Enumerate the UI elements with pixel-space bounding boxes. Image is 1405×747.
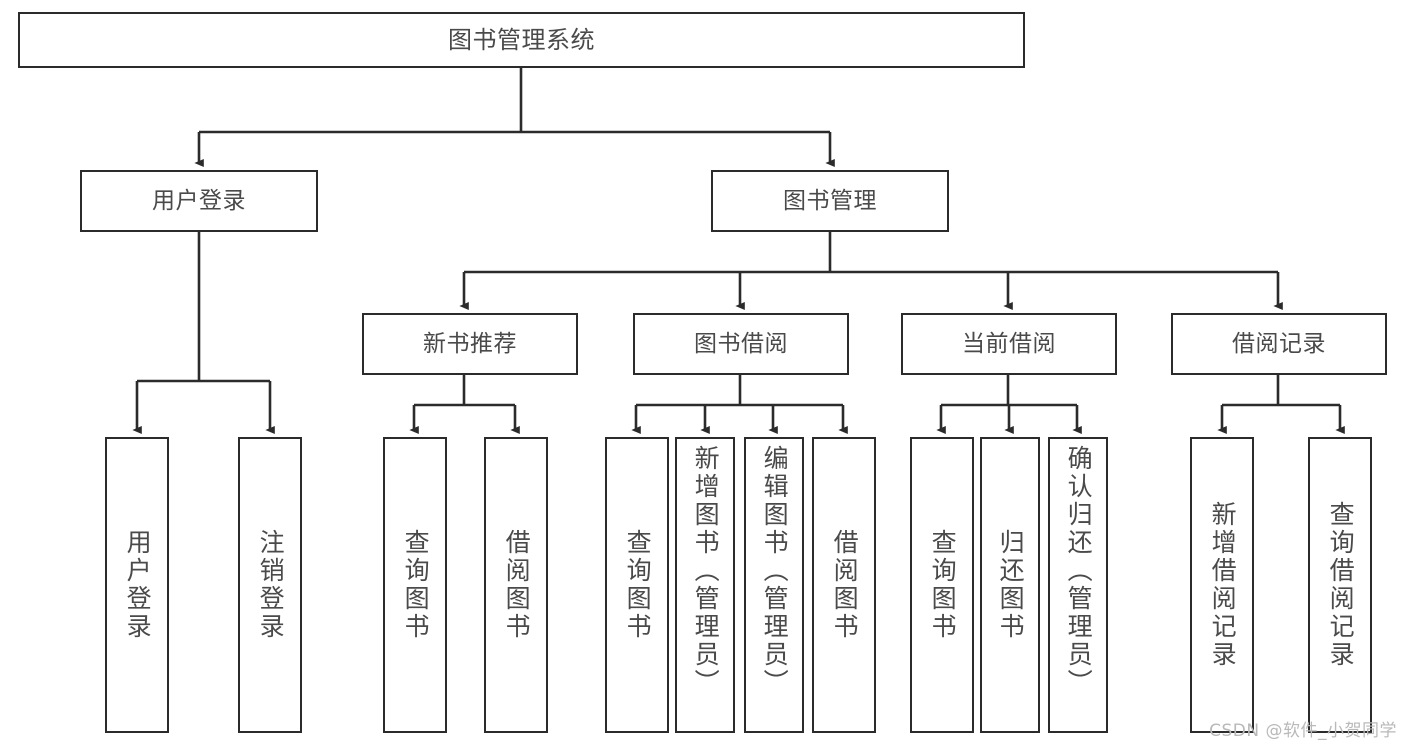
node-new-book-recommendation[interactable]: 新书推荐 [362, 313, 578, 375]
leaf-user-login[interactable]: 用户登录 [105, 437, 169, 733]
node-label: 用户登录 [123, 529, 153, 641]
leaf-edit-book-admin[interactable]: 编辑图书（管理员） [744, 437, 804, 733]
node-book-borrowing[interactable]: 图书借阅 [633, 313, 849, 375]
leaf-borrow-book[interactable]: 借阅图书 [812, 437, 876, 733]
node-label: 新增图书（管理员） [691, 445, 721, 697]
node-label: 查询借阅记录 [1326, 501, 1356, 669]
node-label: 图书借阅 [694, 330, 788, 357]
node-label: 注销登录 [256, 529, 286, 641]
leaf-query-book-current[interactable]: 查询图书 [910, 437, 974, 733]
node-root-book-management-system[interactable]: 图书管理系统 [18, 12, 1025, 68]
leaf-add-borrow-record[interactable]: 新增借阅记录 [1190, 437, 1254, 733]
node-current-borrowing[interactable]: 当前借阅 [901, 313, 1117, 375]
leaf-return-book[interactable]: 归还图书 [980, 437, 1040, 733]
node-label: 当前借阅 [962, 330, 1056, 357]
leaf-query-borrow-record[interactable]: 查询借阅记录 [1308, 437, 1372, 733]
leaf-logout[interactable]: 注销登录 [238, 437, 302, 733]
leaf-query-book-new[interactable]: 查询图书 [383, 437, 447, 733]
node-label: 借阅图书 [502, 529, 532, 641]
node-label: 查询图书 [623, 529, 653, 641]
leaf-confirm-return-admin[interactable]: 确认归还（管理员） [1048, 437, 1108, 733]
node-label: 查询图书 [401, 529, 431, 641]
node-book-management[interactable]: 图书管理 [711, 170, 949, 232]
node-label: 用户登录 [152, 187, 246, 214]
node-label: 借阅图书 [830, 529, 860, 641]
node-label: 查询图书 [928, 529, 958, 641]
node-label: 编辑图书（管理员） [760, 445, 790, 697]
node-borrowing-record[interactable]: 借阅记录 [1171, 313, 1387, 375]
node-label: 确认归还（管理员） [1064, 445, 1094, 697]
node-label: 归还图书 [996, 529, 1026, 641]
node-label: 图书管理系统 [448, 26, 595, 54]
node-label: 图书管理 [783, 187, 877, 214]
node-label: 借阅记录 [1232, 330, 1326, 357]
node-user-login[interactable]: 用户登录 [80, 170, 318, 232]
leaf-add-book-admin[interactable]: 新增图书（管理员） [675, 437, 735, 733]
leaf-query-book-borrow[interactable]: 查询图书 [605, 437, 669, 733]
watermark-text: CSDN @软件_小贺同学 [1209, 721, 1397, 741]
leaf-borrow-book-new[interactable]: 借阅图书 [484, 437, 548, 733]
node-label: 新书推荐 [423, 330, 517, 357]
node-label: 新增借阅记录 [1208, 501, 1238, 669]
